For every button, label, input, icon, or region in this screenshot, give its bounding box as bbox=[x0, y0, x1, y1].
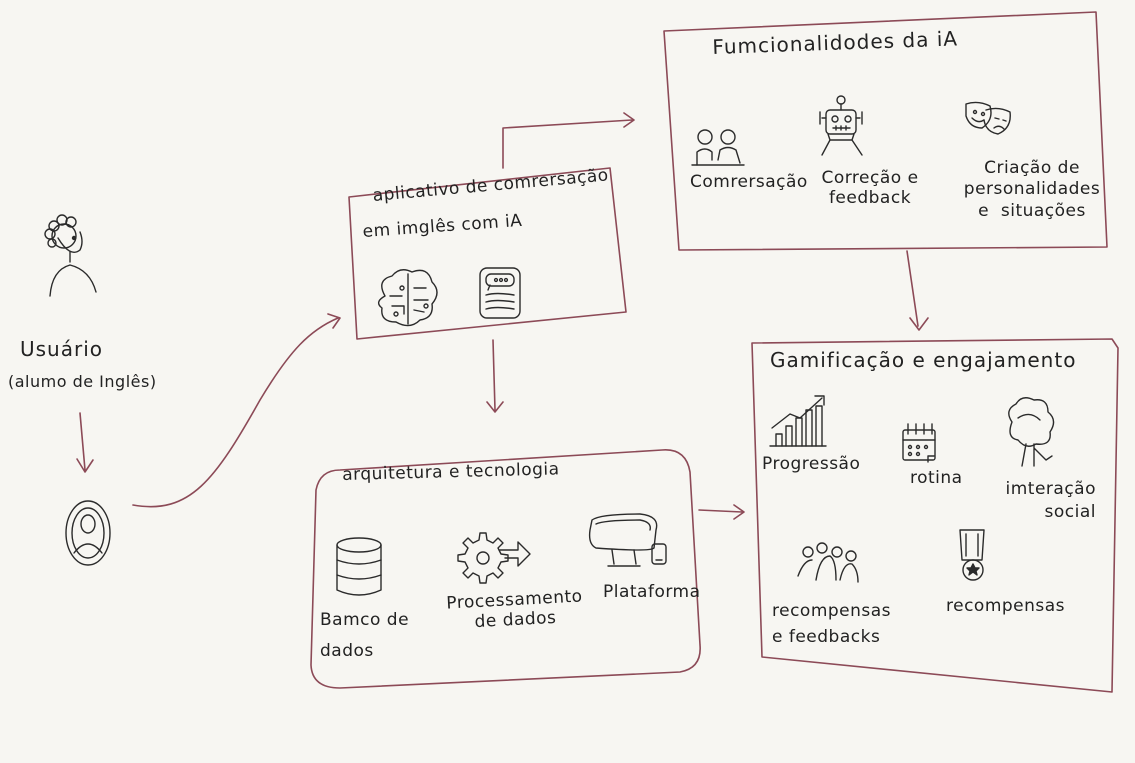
group-icon bbox=[797, 542, 859, 583]
gamification-label-progression: Progressão bbox=[762, 454, 861, 474]
user-figure-icon bbox=[44, 214, 97, 297]
gamification-box bbox=[751, 338, 1119, 693]
features-to-gamification-arrow bbox=[906, 250, 929, 331]
app-to-features-arrow bbox=[502, 112, 635, 169]
app-box bbox=[348, 167, 627, 340]
gamification-label-rewards-feedbacks: recompensas e feedbacks bbox=[772, 601, 892, 648]
tree-icon bbox=[1008, 397, 1055, 467]
user-label: Usuário bbox=[20, 337, 104, 361]
user-sublabel: (alumo de Inglês) bbox=[8, 372, 157, 391]
gear-arrow-icon bbox=[457, 532, 531, 584]
architecture-to-gamification-arrow bbox=[698, 504, 745, 520]
avatar-icon bbox=[65, 500, 111, 566]
architecture-label-processing: Processamento de dados bbox=[445, 586, 584, 633]
database-icon bbox=[336, 537, 382, 596]
features-box bbox=[663, 11, 1108, 251]
gamification-title: Gamificação e engajamento bbox=[770, 348, 1077, 372]
medal-icon bbox=[959, 529, 985, 581]
brain-circuit-icon bbox=[377, 269, 438, 327]
chat-document-icon bbox=[479, 267, 521, 319]
robot-icon bbox=[819, 95, 863, 156]
app-to-architecture-arrow bbox=[486, 339, 504, 413]
progress-chart-icon bbox=[769, 395, 827, 447]
calendar-icon bbox=[902, 423, 936, 463]
theater-masks-icon bbox=[965, 101, 1011, 135]
architecture-label-database: Bamco de dados bbox=[320, 610, 410, 661]
feature-label-conversation: Comrersação bbox=[690, 172, 808, 192]
feature-label-correction: Correção e feedback bbox=[821, 168, 919, 209]
gamification-label-rewards: recompensas bbox=[946, 596, 1066, 616]
user-to-avatar-arrow bbox=[76, 412, 94, 473]
gamification-label-social: imteração social bbox=[1005, 479, 1096, 522]
monitor-phone-icon bbox=[588, 513, 667, 567]
people-conversation-icon bbox=[691, 129, 745, 166]
gamification-label-routine: rotina bbox=[910, 468, 963, 488]
architecture-label-platform: Plataforma bbox=[603, 582, 701, 602]
avatar-to-app-connector bbox=[132, 313, 341, 508]
architecture-box bbox=[310, 449, 701, 689]
feature-label-creation: Criação de personalidades e situações bbox=[963, 158, 1101, 221]
